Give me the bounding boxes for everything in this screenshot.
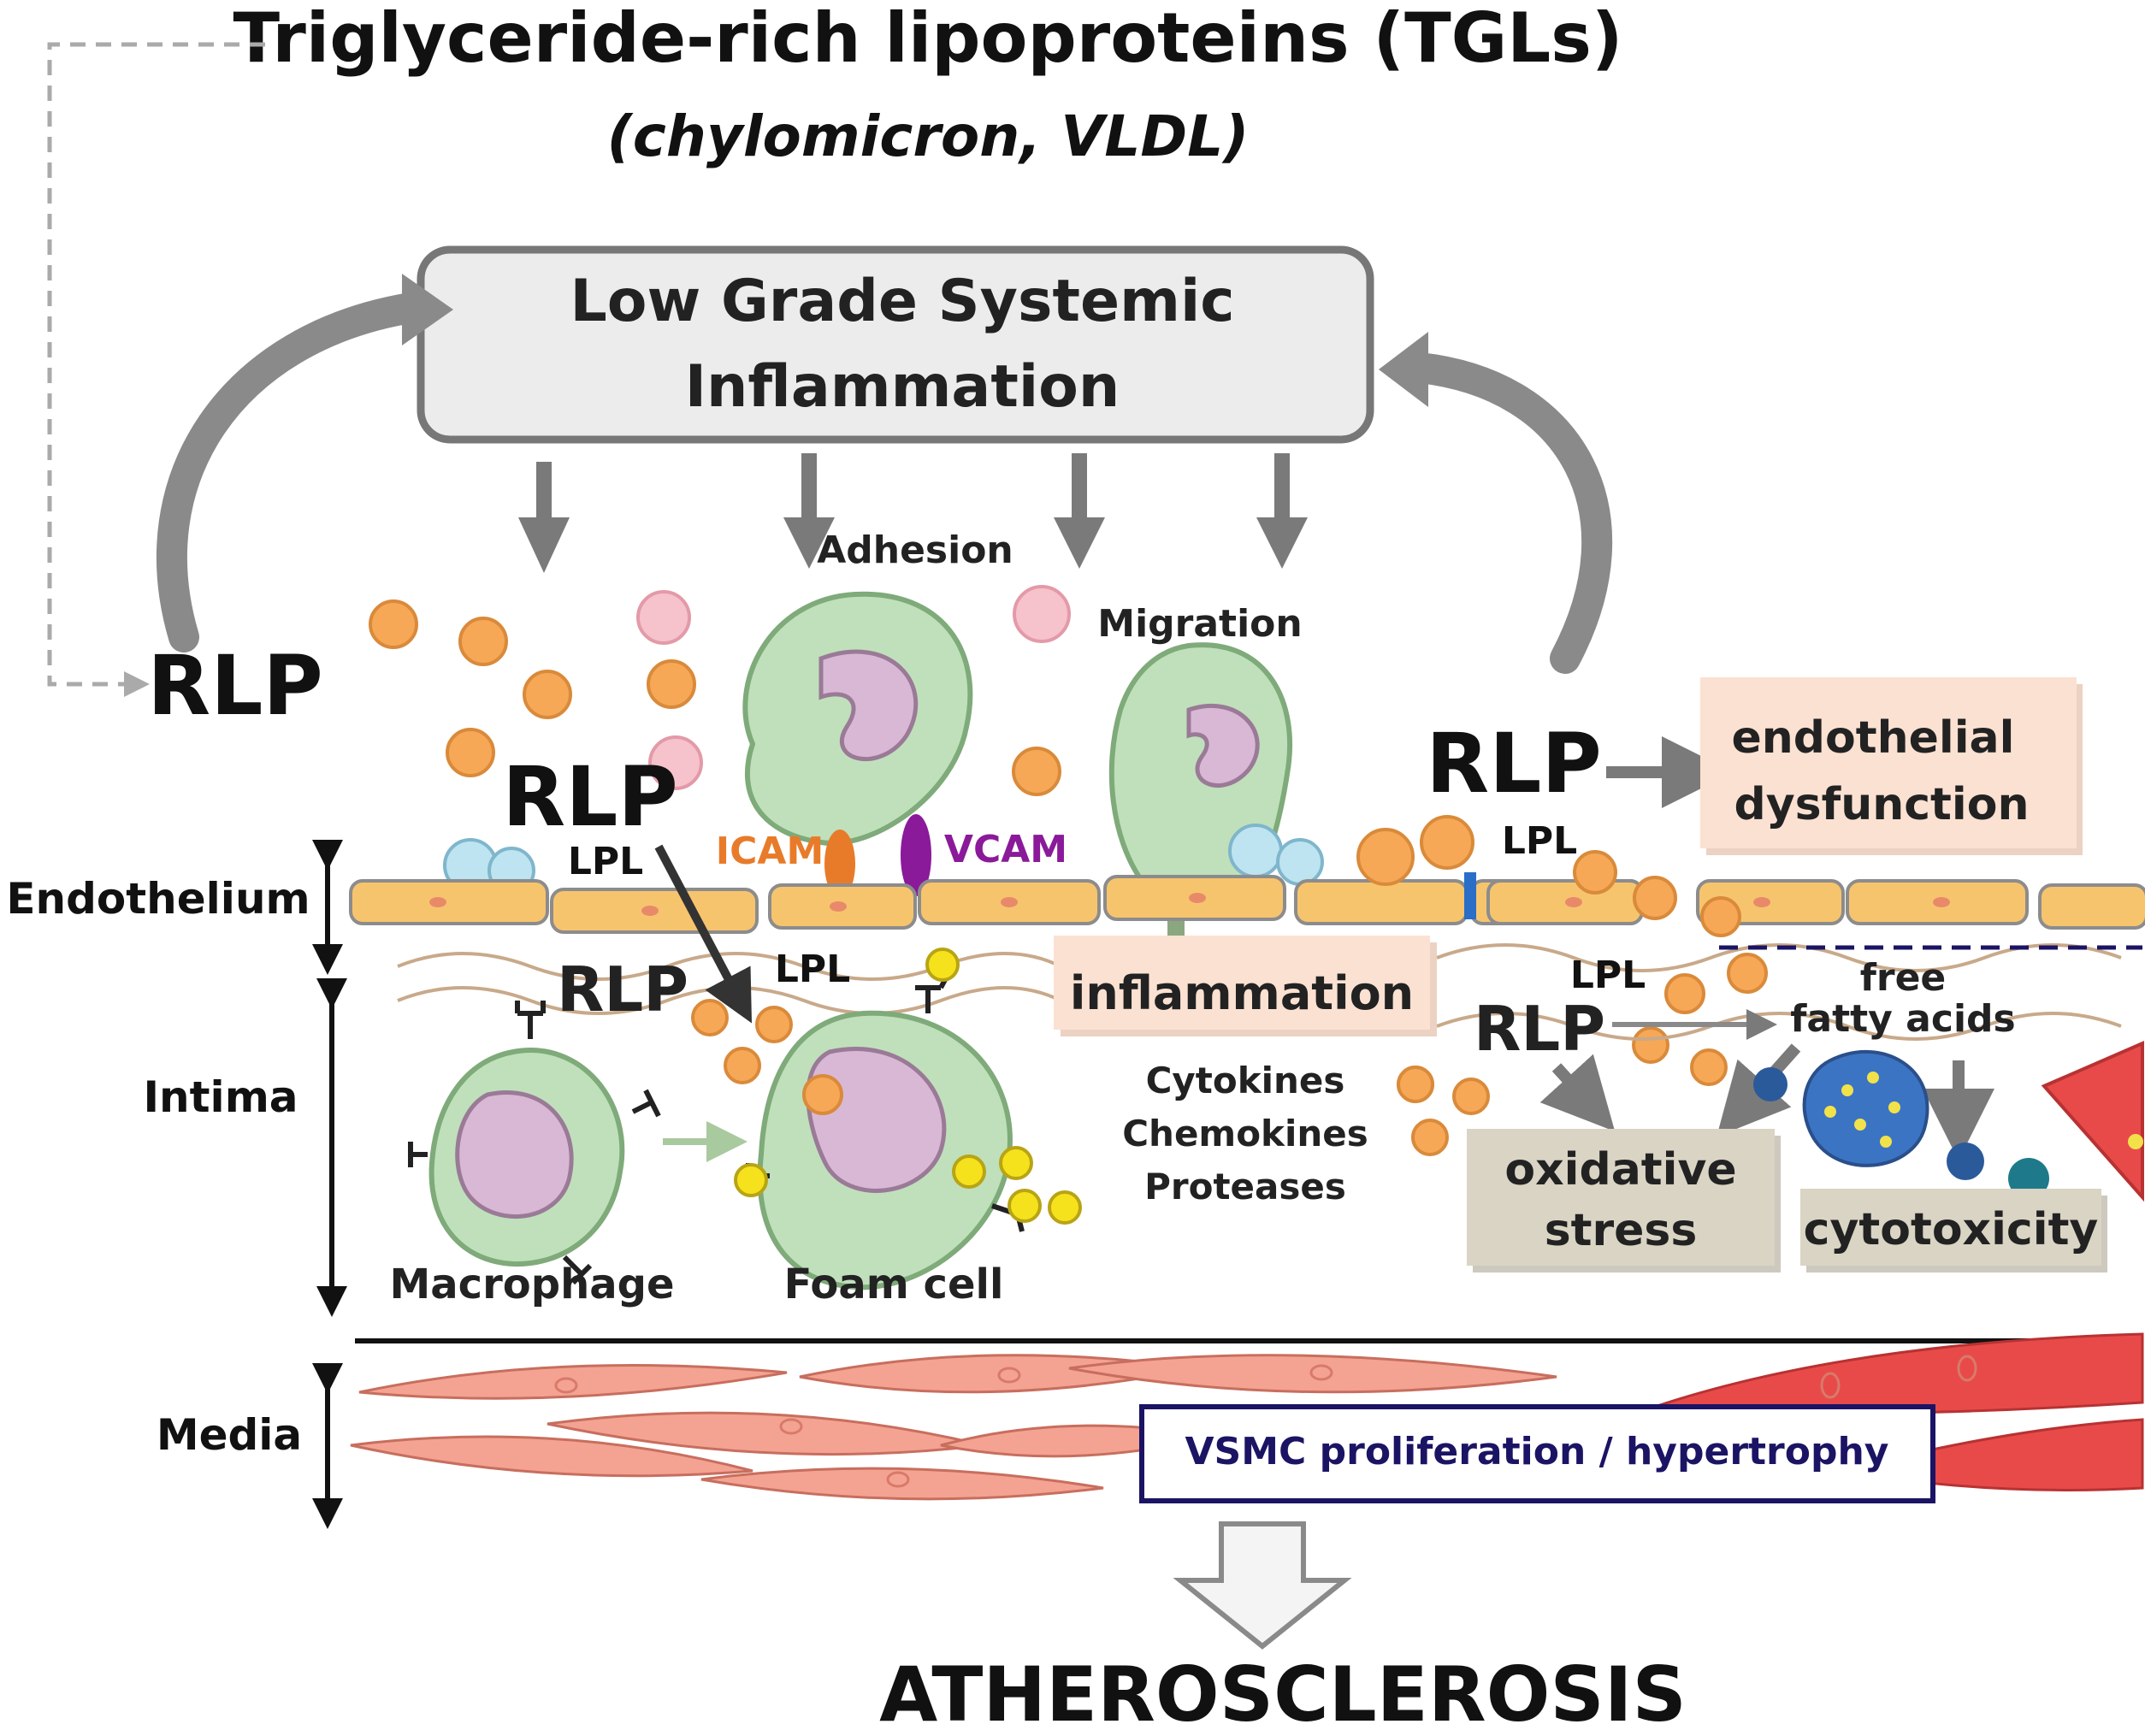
oxidative-stress-line-2: stress (1545, 1205, 1698, 1256)
title-line-1: Triglyceride-rich lipoproteins (TGLs) (233, 0, 1623, 78)
cytokines-label: Cytokines (1146, 1060, 1345, 1101)
title-line-2: (chylomicron, VLDL) (607, 103, 1250, 169)
vcam-molecule (901, 814, 931, 896)
lpl-label-endothelium-left: LPL (568, 840, 643, 883)
oxidative-stress-line-1: oxidative (1504, 1144, 1736, 1196)
right-feedback-curve (1404, 352, 1613, 674)
foam-cell (757, 1010, 1013, 1290)
rlp-label-right: RLP (1426, 716, 1601, 812)
macrophage-cell (428, 1048, 625, 1267)
foam-cell-label: Foam cell (784, 1261, 1004, 1308)
dashed-feedback-arrow (47, 42, 265, 697)
inflammation-box: inflammation (1054, 936, 1437, 1036)
lpl-label-endothelium-right: LPL (1502, 819, 1577, 863)
vsmc-proliferation-box: VSMC proliferation / hypertrophy (1139, 1404, 1935, 1503)
icam-molecule (824, 830, 855, 898)
lpl-label-intima-center: LPL (775, 948, 850, 991)
intima-smooth-muscle-red (2041, 1040, 2144, 1202)
lipid-aggregate (1802, 1050, 1929, 1167)
endothelium-layer-label: Endothelium (6, 874, 310, 924)
adhesion-label: Adhesion (817, 528, 1013, 572)
vsmc-label: VSMC proliferation / hypertrophy (1185, 1430, 1889, 1473)
rlp-label-intima-right: RLP (1474, 993, 1605, 1065)
lpl-label-intima-right: LPL (1570, 954, 1646, 997)
systemic-inflammation-box (417, 245, 1374, 444)
endothelium-nuclei (429, 893, 1950, 916)
free-label: free (1860, 956, 1947, 1000)
endothelium-cells (349, 875, 2145, 934)
cytotoxicity-label: cytotoxicity (1804, 1204, 2099, 1255)
left-feedback-arrowhead (402, 274, 453, 345)
cytokine-list: Cytokines Chemokines Proteases (1122, 1060, 1368, 1208)
intima-smooth-muscle-dot (2128, 1134, 2143, 1149)
inflammation-label: inflammation (1070, 966, 1414, 1020)
down-arrows (518, 453, 1308, 573)
rlp-to-foam-cell-arrow (654, 844, 753, 1024)
atherosclerosis-label: ATHEROSCLEROSIS (879, 1650, 1687, 1736)
media-nuclei (554, 1355, 1977, 1488)
oxidative-stress-box: oxidative stress (1467, 1129, 1781, 1272)
endothelial-dysfunction-line-1: endothelial (1732, 712, 2015, 764)
intima-layer-label: Intima (143, 1072, 298, 1122)
icam-label: ICAM (716, 830, 824, 873)
migration-label: Migration (1097, 602, 1302, 646)
fatty-acids-label: fatty acids (1790, 997, 2015, 1041)
foam-cell-lipid-droplets (734, 948, 1082, 1225)
proteases-label: Proteases (1144, 1166, 1346, 1208)
rlp-label-left: RLP (147, 638, 322, 734)
left-feedback-curve (157, 292, 426, 652)
rlp-label-intima: RLP (557, 954, 688, 1025)
macrophage-receptors (408, 1001, 661, 1285)
media-layer-label: Media (157, 1410, 302, 1460)
cytotoxicity-box: cytotoxicity (1800, 1189, 2107, 1272)
intima-particles (691, 999, 1434, 1115)
adhering-monocyte (742, 591, 973, 846)
endothelial-dysfunction-line-2: dysfunction (1734, 779, 2030, 830)
endothelial-dysfunction-box: endothelial dysfunction (1700, 677, 2083, 855)
outcome-arrow (1173, 1521, 1352, 1650)
endothelial-gap-marker (1464, 872, 1476, 919)
rlp-to-oxidative-arrow (1539, 1054, 1616, 1132)
right-feedback-arrowhead (1379, 332, 1428, 407)
systemic-inflammation-line-1: Low Grade Systemic (570, 268, 1234, 335)
chemokines-label: Chemokines (1122, 1113, 1368, 1154)
systemic-inflammation-line-2: Inflammation (685, 353, 1120, 421)
macrophage-label: Macrophage (389, 1261, 674, 1308)
vcam-label: VCAM (944, 828, 1067, 871)
rlp-label-center: RLP (502, 749, 677, 845)
